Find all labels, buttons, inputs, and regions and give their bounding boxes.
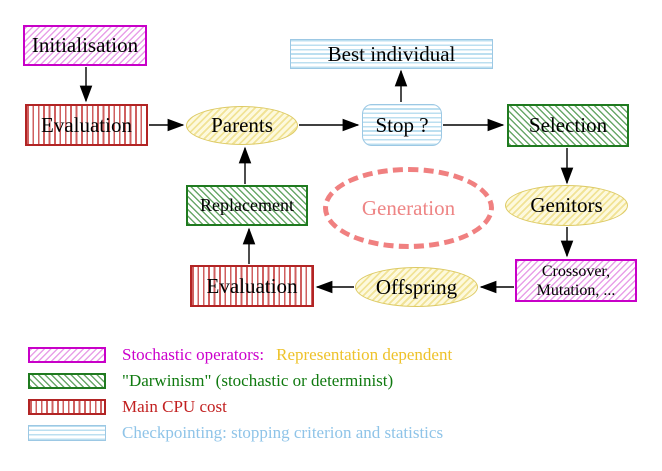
node-parents: Parents: [186, 106, 298, 145]
node-selection: Selection: [507, 104, 629, 147]
legend-row-cpu-cost: Main CPU cost: [122, 397, 227, 417]
node-parents-label: Parents: [211, 113, 273, 137]
legend-checkpointing-label: Checkpointing: stopping criterion and st…: [122, 423, 444, 442]
node-selection-label: Selection: [528, 113, 608, 137]
legend-row-stochastic: Stochastic operators: Representation depe…: [122, 345, 452, 365]
node-initialisation-label: Initialisation: [31, 33, 139, 57]
node-evaluation-bottom: Evaluation: [190, 265, 314, 307]
legend-row-darwinism: "Darwinism" (stochastic or determinist): [122, 371, 393, 391]
node-evaluation-top-label: Evaluation: [41, 112, 132, 137]
node-stop-label: Stop ?: [375, 112, 429, 137]
legend-swatch-stochastic: [28, 347, 106, 363]
node-best-individual: Best individual: [290, 39, 493, 69]
node-crossover-mutation: Crossover, Mutation, ...: [515, 259, 637, 302]
node-evaluation-top: Evaluation: [25, 104, 148, 146]
node-stop: Stop ?: [362, 104, 442, 146]
legend-cpu-cost-label: Main CPU cost: [122, 397, 227, 416]
node-crossover-line1: Crossover,: [541, 262, 611, 280]
legend-swatch-checkpointing: [28, 425, 106, 441]
node-replacement-label: Replacement: [200, 195, 294, 215]
legend-row-checkpointing: Checkpointing: stopping criterion and st…: [122, 423, 443, 443]
legend-swatch-cpu-cost: [28, 399, 106, 415]
generation-loop-ellipse: Generation: [323, 167, 494, 249]
node-evaluation-bottom-label: Evaluation: [206, 273, 298, 298]
legend-stochastic-label: Stochastic operators:: [122, 345, 265, 364]
node-replacement: Replacement: [186, 185, 308, 226]
legend-swatch-darwinism: [28, 373, 106, 389]
node-crossover-line2: Mutation, ...: [536, 281, 616, 299]
node-offspring-label: Offspring: [375, 274, 458, 299]
generation-label: Generation: [361, 195, 456, 220]
node-best-individual-label: Best individual: [327, 41, 456, 66]
node-genitors-label: Genitors: [530, 193, 603, 217]
node-initialisation: Initialisation: [23, 25, 147, 66]
legend-darwinism-label: "Darwinism" (stochastic or determinist): [122, 371, 394, 390]
node-offspring: Offspring: [355, 267, 478, 307]
legend-representation-note: Representation dependent: [276, 345, 453, 364]
node-genitors: Genitors: [505, 185, 628, 226]
